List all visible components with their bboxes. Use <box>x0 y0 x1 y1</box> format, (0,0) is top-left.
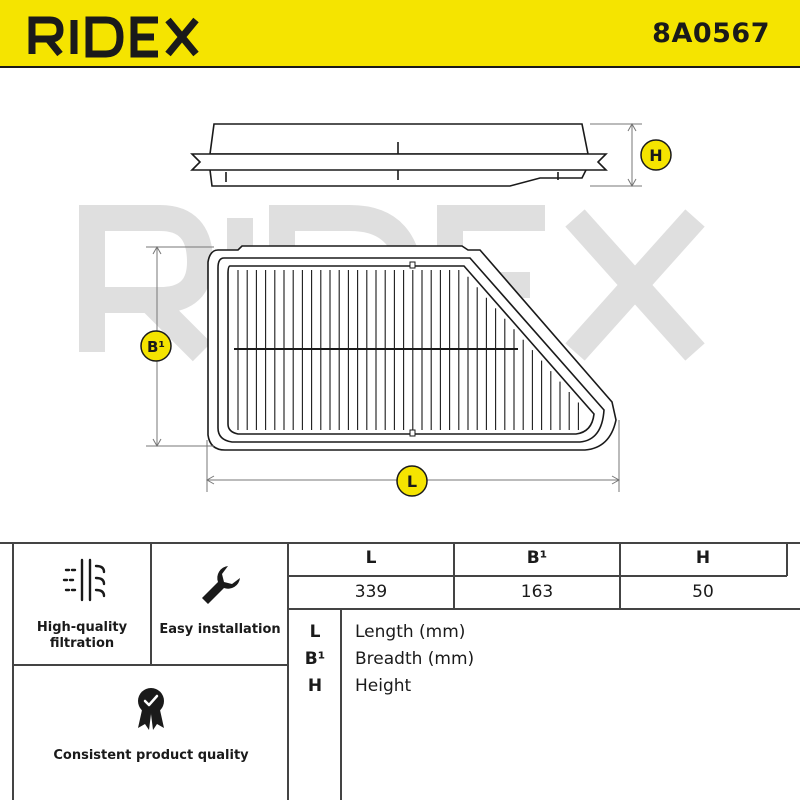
ridex-logo <box>28 16 199 58</box>
legend-desc-length: Length (mm) <box>355 622 466 642</box>
feature-quality-label: Consistent product quality <box>53 748 249 763</box>
legend-key-height: H <box>307 676 323 696</box>
header-bar: 8A0567 <box>0 0 800 68</box>
wrench-icon <box>202 566 240 604</box>
quality-badge-icon <box>138 688 164 730</box>
dim-value-height: 50 <box>692 582 714 602</box>
technical-drawing: H B¹ L <box>79 122 705 497</box>
length-badge <box>396 465 428 497</box>
height-badge-label: H <box>649 146 662 165</box>
side-view <box>190 123 608 187</box>
table-top-border <box>0 542 800 544</box>
height-badge <box>640 139 672 171</box>
height-dimension <box>590 122 642 188</box>
legend-key-breadth: B¹ <box>304 649 326 669</box>
dim-header-divider <box>287 575 787 577</box>
part-number: 8A0567 <box>652 18 770 49</box>
table-right-border <box>786 542 788 576</box>
feature-installation-label: Easy installation <box>159 622 281 637</box>
filter-pleats <box>237 270 579 430</box>
legend-desc-breadth: Breadth (mm) <box>355 649 475 669</box>
dim-header-breadth: B¹ <box>526 548 548 568</box>
feature-divider-h <box>12 664 288 666</box>
legend-key-divider <box>340 608 342 800</box>
table-left-border <box>12 542 14 800</box>
dim-header-length: L <box>365 548 377 568</box>
dim-values-divider <box>287 608 800 610</box>
breadth-badge-label: B¹ <box>147 338 165 356</box>
legend-desc-height: Height <box>355 676 412 696</box>
length-badge-label: L <box>407 472 417 491</box>
breadth-dimension <box>146 245 214 448</box>
dim-value-length: 339 <box>354 582 388 602</box>
feature-divider-v <box>150 542 152 664</box>
breadth-badge <box>140 330 172 362</box>
dim-value-breadth: 163 <box>520 582 554 602</box>
filtration-icon <box>62 558 106 602</box>
legend-key-length: L <box>309 622 321 642</box>
table-main-divider <box>287 542 289 800</box>
dim-header-height: H <box>695 548 711 568</box>
